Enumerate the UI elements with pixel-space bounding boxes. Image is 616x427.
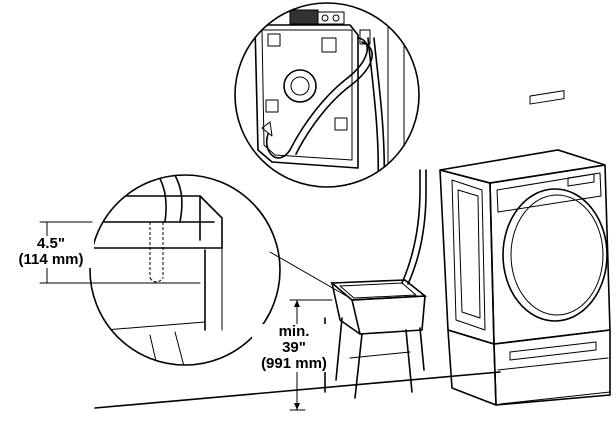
overflow-height-inches: 4.5": [37, 235, 65, 252]
utility-sink: [329, 169, 428, 399]
washer-with-pedestal: [439, 90, 611, 406]
back-detail-circle: [234, 2, 420, 188]
min-height-label: min. 39" (991 mm): [252, 324, 336, 372]
leader-line: [269, 251, 351, 299]
min-height-mm: (991 mm): [261, 355, 327, 372]
tub-detail-circle: [39, 174, 281, 366]
min-height-prefix: min.: [278, 323, 310, 340]
overflow-height-mm: (114 mm): [18, 251, 84, 268]
min-height-inches: 39": [282, 339, 306, 356]
overflow-height-label: 4.5" (114 mm): [8, 236, 94, 268]
